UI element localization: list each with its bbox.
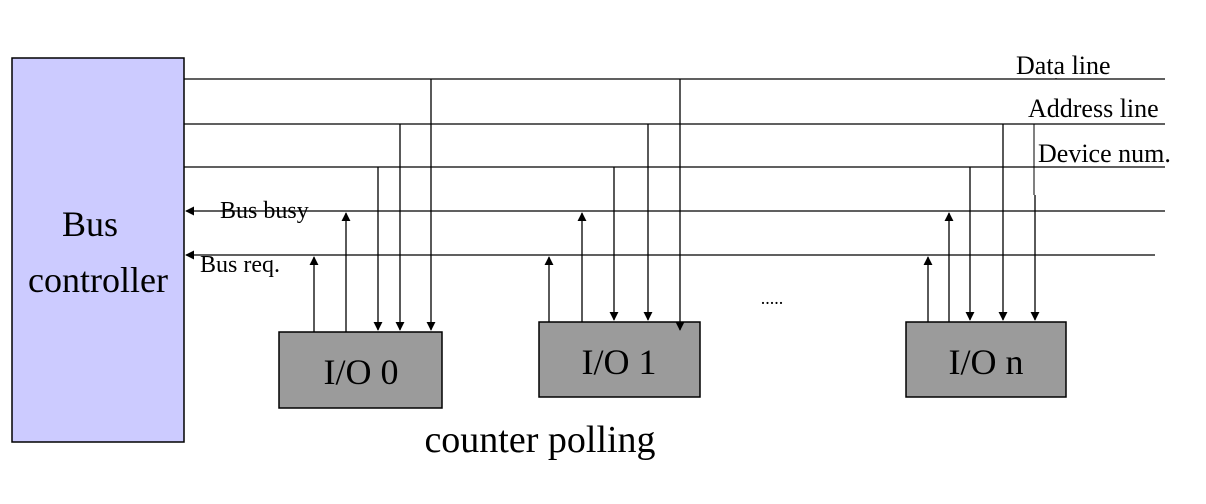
io-device-1-box bbox=[538, 321, 701, 398]
io-device-0-box bbox=[278, 331, 443, 409]
address-line-label: Address line bbox=[1028, 94, 1159, 123]
io-device-0-label: I/O 0 bbox=[324, 352, 399, 392]
bus-busy-label: Bus busy bbox=[220, 198, 309, 224]
io-device-n-label: I/O n bbox=[949, 342, 1024, 382]
io-device-1-label: I/O 1 bbox=[582, 342, 657, 382]
bus-controller-box bbox=[11, 57, 185, 443]
bus-controller-label-line2: controller bbox=[28, 260, 168, 300]
io-device-n-box bbox=[905, 321, 1067, 398]
bus-controller-label-line1: Bus bbox=[62, 204, 118, 244]
data-line-label: Data line bbox=[1016, 51, 1111, 80]
device-num-label: Device num. bbox=[1038, 139, 1171, 168]
bus-req-label: Bus req. bbox=[200, 252, 280, 278]
diagram-caption: counter polling bbox=[424, 419, 655, 461]
device-ellipsis: ..... bbox=[761, 288, 784, 308]
